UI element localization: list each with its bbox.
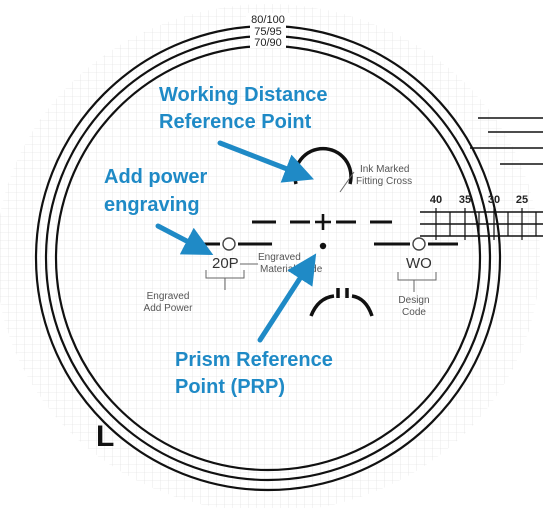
scale-number-25: 25: [516, 194, 528, 206]
ink-marked-line1: Ink Marked: [360, 164, 409, 175]
add-power-line2: engraving: [104, 194, 200, 216]
ring-label-80-100: 80/100: [251, 14, 285, 26]
scale-ticks-top: [470, 117, 543, 165]
fitting-cross: [315, 214, 331, 230]
engraved-add-line2: Add Power: [144, 303, 194, 314]
working-distance-annotation: Working Distance Reference Point: [159, 84, 328, 133]
ring-labels: 80/100 75/95 70/90: [246, 13, 290, 49]
prism-arrow: [257, 253, 317, 343]
left-engraving-circle: [222, 237, 236, 251]
ink-marked-line2: Fitting Cross: [356, 176, 412, 187]
design-code-line2: Code: [402, 307, 426, 318]
ink-marked-callout: Ink Marked Fitting Cross: [356, 164, 412, 187]
add-power-engraving: 20P: [212, 255, 239, 272]
add-power-line1: Add power: [104, 166, 208, 188]
scale-numbers: 40 35 30 25: [430, 194, 528, 206]
annotation-arrows: [155, 140, 317, 343]
engraved-add-line1: Engraved: [147, 291, 190, 302]
ring-label-75-95: 75/95: [254, 26, 282, 38]
scale-bars: [420, 208, 543, 240]
engraved-material-line2: Material Code: [260, 264, 323, 275]
right-engraving-circle: [412, 237, 426, 251]
engraved-material-line1: Engraved: [258, 252, 301, 263]
scale-number-30: 30: [488, 194, 500, 206]
lens-side-label: L: [96, 420, 114, 453]
ring-label-70-90: 70/90: [254, 37, 282, 49]
design-code-engraving: WO: [406, 255, 432, 272]
scale-number-40: 40: [430, 194, 442, 206]
prism-line2: Point (PRP): [175, 376, 285, 398]
prism-reference-dot: [319, 242, 327, 250]
scale-number-35: 35: [459, 194, 471, 206]
design-code-line1: Design: [398, 295, 429, 306]
callout-leaders: [205, 171, 437, 292]
working-distance-line2: Reference Point: [159, 111, 312, 133]
prism-line1: Prism Reference: [175, 349, 333, 371]
add-power-arrow: [155, 223, 214, 255]
add-power-annotation: Add power engraving: [104, 166, 208, 216]
engraved-add-callout: Engraved Add Power: [144, 291, 194, 314]
near-reference-mark: [309, 288, 374, 317]
design-code-callout: Design Code: [398, 295, 429, 318]
working-distance-arrow: [217, 140, 314, 183]
prism-annotation: Prism Reference Point (PRP): [175, 349, 333, 398]
working-distance-line1: Working Distance: [159, 84, 328, 106]
